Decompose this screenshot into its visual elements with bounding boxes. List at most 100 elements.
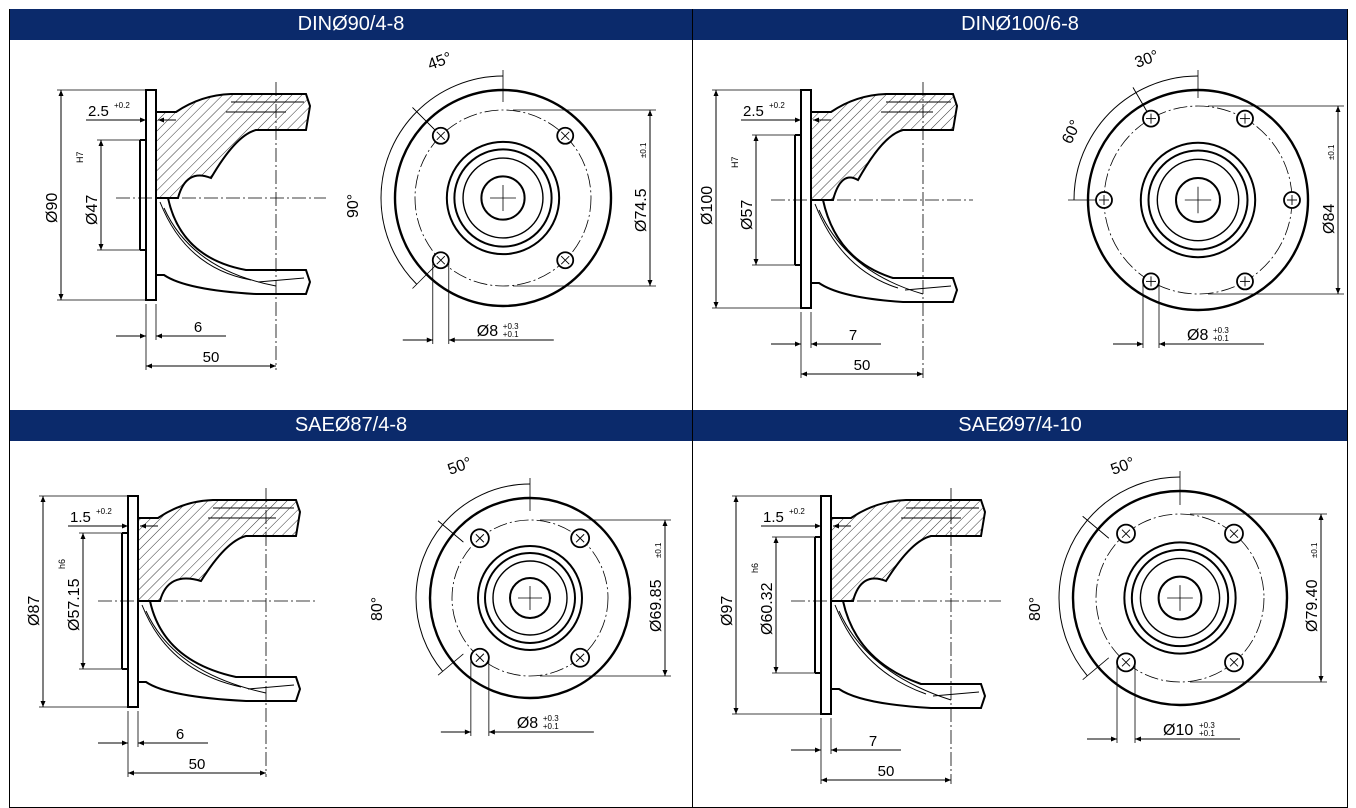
bore-circle xyxy=(1175,177,1221,223)
outer-diameter-label: Ø100 xyxy=(699,186,716,225)
angle-arc xyxy=(442,483,531,526)
hub-inner-circle xyxy=(1130,548,1230,648)
hole-center-mark xyxy=(475,653,485,663)
arrowhead xyxy=(813,117,819,123)
arrowhead xyxy=(1159,341,1165,347)
angle-label-80: 80° xyxy=(369,597,386,621)
hub-inner-circle xyxy=(484,552,576,644)
angle-arc xyxy=(415,524,444,672)
ear-detail xyxy=(904,285,952,291)
arrowhead xyxy=(945,777,951,783)
pilot-circle xyxy=(1156,158,1240,242)
arrowhead xyxy=(464,729,471,735)
yoke-arm-lower xyxy=(156,197,312,295)
hole-tolerance-upper: +0.3 xyxy=(543,714,559,723)
arrowhead xyxy=(122,523,128,529)
hole-diameter-label: Ø10 xyxy=(1163,722,1193,739)
angle-arc xyxy=(1073,92,1137,201)
yoke-arm-detail xyxy=(834,604,952,701)
hole-center-mark xyxy=(436,255,446,265)
bolt-circle-tolerance-label: ±0.1 xyxy=(1310,542,1319,558)
flange-width-label: 7 xyxy=(869,733,877,750)
angle-arc xyxy=(1086,476,1181,521)
bolt-circle-diameter-label: Ø74.5 xyxy=(633,188,650,232)
hole-center-mark xyxy=(1229,658,1239,667)
arrowhead xyxy=(156,333,162,339)
angle-label-90: 90° xyxy=(345,194,362,218)
flange-tolerance-label: +0.2 xyxy=(789,507,805,516)
arrowhead xyxy=(58,90,64,96)
arrowhead xyxy=(426,337,433,343)
bolt-circle xyxy=(451,519,609,677)
hub-inner-circle xyxy=(453,148,553,248)
pilot-diameter-label: Ø60.32 xyxy=(759,582,776,635)
arrowhead xyxy=(448,337,455,343)
hub-circle xyxy=(477,545,583,651)
outer-diameter-label: Ø87 xyxy=(26,596,43,626)
arrowhead xyxy=(815,523,821,529)
arrowhead xyxy=(98,140,104,146)
arrowhead xyxy=(917,371,923,377)
bore-circle xyxy=(509,577,551,619)
pilot-diameter-label: Ø47 xyxy=(84,195,101,225)
arrowhead xyxy=(140,523,146,529)
extension-line xyxy=(437,520,464,543)
ear-detail xyxy=(257,277,305,283)
arrowhead xyxy=(40,496,46,502)
overall-length-label: 50 xyxy=(854,357,871,374)
hole-tolerance-upper: +0.3 xyxy=(503,322,519,331)
bolt-circle-diameter-label: Ø79.40 xyxy=(1304,579,1321,632)
arrowhead xyxy=(1335,106,1341,112)
outer-diameter-label: Ø90 xyxy=(44,193,61,223)
hub-circle xyxy=(1139,141,1257,259)
ear-detail xyxy=(247,684,295,690)
arrowhead xyxy=(122,740,128,746)
hole-center-mark xyxy=(1229,529,1239,538)
arrowhead xyxy=(713,302,719,308)
flange-outline xyxy=(145,89,157,301)
flange-outline xyxy=(820,495,832,715)
angle-label-80: 80° xyxy=(1027,597,1044,621)
arrowhead xyxy=(146,363,152,369)
pilot-circle xyxy=(492,560,568,636)
yoke-section-upper xyxy=(830,499,987,602)
yoke-arm-detail xyxy=(159,201,277,287)
angle-arc xyxy=(1058,519,1088,677)
angle-label-50: 50° xyxy=(446,455,475,479)
arrowhead xyxy=(138,740,144,746)
angle-arc xyxy=(416,75,504,113)
arrowhead xyxy=(158,117,164,123)
angle-arc xyxy=(380,111,418,285)
hole-center-mark xyxy=(436,131,446,141)
arrowhead xyxy=(647,110,653,116)
pilot-diameter-label: Ø57 xyxy=(739,200,756,230)
arrowhead xyxy=(98,244,104,250)
arrowhead xyxy=(1111,736,1118,742)
overall-length-label: 50 xyxy=(203,349,220,366)
extension-line xyxy=(1132,87,1148,112)
panel-title: SAEØ87/4-8 xyxy=(10,410,692,441)
overall-length-label: 50 xyxy=(189,756,206,773)
arrowhead xyxy=(40,701,46,707)
arrowhead xyxy=(58,294,64,300)
flange-thickness-label: 2.5 xyxy=(743,103,764,120)
arrowhead xyxy=(80,663,86,669)
arrowhead xyxy=(140,117,146,123)
flange-width-label: 6 xyxy=(176,726,184,743)
arrowhead xyxy=(1137,341,1143,347)
pilot-fit-label: H7 xyxy=(730,156,740,168)
flange-width-label: 6 xyxy=(194,319,202,336)
hole-tolerance-upper: +0.3 xyxy=(1199,721,1215,730)
arrowhead xyxy=(811,341,817,347)
arrowhead xyxy=(795,341,801,347)
hub-circle xyxy=(1123,541,1237,655)
angle-label-30: 30° xyxy=(1133,48,1162,72)
outer-diameter-label: Ø97 xyxy=(719,596,736,626)
hub-circle xyxy=(445,140,561,256)
flange-tolerance-label: +0.2 xyxy=(96,507,112,516)
bolt-circle-tolerance-label: ±0.1 xyxy=(654,542,663,558)
hole-tolerance-lower: +0.1 xyxy=(1213,334,1229,343)
